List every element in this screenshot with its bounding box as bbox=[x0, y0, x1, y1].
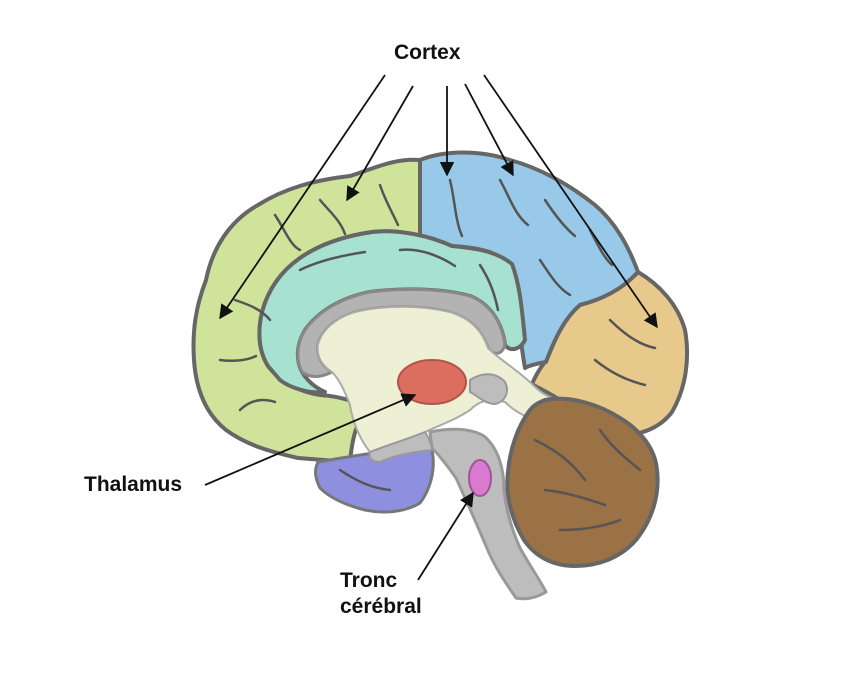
thalamus-label: Thalamus bbox=[84, 473, 183, 496]
brainstem-label-line2: cérébral bbox=[340, 595, 422, 618]
cortex-label: Cortex bbox=[394, 41, 461, 64]
cortex-arrow-parietal bbox=[464, 83, 514, 177]
cortex-arrow-occipital bbox=[483, 74, 658, 329]
cortex-arrow-frontal bbox=[219, 74, 386, 320]
midbrain-tectum bbox=[469, 373, 508, 406]
brainstem-label: Tronc cérébral bbox=[340, 568, 422, 620]
thalamus-region bbox=[397, 359, 467, 405]
brainstem-region bbox=[428, 427, 548, 601]
sulci-lines bbox=[218, 178, 657, 532]
thalamus-arrow bbox=[204, 393, 417, 486]
cerebellum-region bbox=[505, 396, 660, 568]
hypothalamus-stalk bbox=[368, 430, 434, 464]
cortex-arrows bbox=[219, 74, 658, 329]
cortex-arrow-frontal-upper bbox=[346, 85, 414, 202]
brainstem-label-line1: Tronc bbox=[340, 569, 398, 592]
brainstem-nucleus bbox=[468, 459, 492, 497]
brainstem-arrow bbox=[417, 491, 474, 581]
